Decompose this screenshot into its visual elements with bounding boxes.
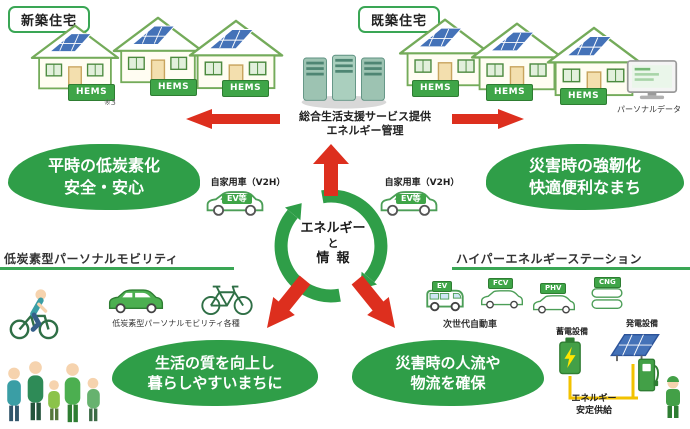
house-icon: [30, 24, 120, 90]
green-car-icon: [108, 289, 164, 314]
fcv-car-icon: [481, 290, 523, 309]
new-housing-badge: 新築住宅: [8, 6, 91, 33]
supply-line2: 安定供給: [575, 405, 612, 416]
cng-label: CNG: [594, 277, 621, 289]
service-caption: 総合生活支援サービス提供 エネルギー管理: [278, 110, 452, 139]
mobility-caption: 低炭素型パーソナルモビリティ各種: [112, 319, 240, 328]
hub-line3: 情報: [316, 251, 357, 266]
benefit-top-right: 災害時の強靭化 快適便利なまち: [486, 144, 684, 210]
energy-flow-lines: [568, 364, 638, 400]
people-group-icon: [7, 361, 100, 423]
arrow-right-icon: [452, 109, 524, 129]
ev-badge: EV等: [396, 194, 426, 205]
monitor-icon: [626, 60, 678, 100]
benefit-line: 生活の質を向上し: [154, 353, 275, 372]
hems-badge: HEMS: [150, 79, 198, 96]
service-line1: 総合生活支援サービス提供: [299, 110, 431, 123]
benefit-top-left: 平時の低炭素化 安全・安心: [8, 144, 200, 210]
hems-badge: HEMS: [68, 84, 116, 101]
supply-label: エネルギー 安定供給: [558, 394, 630, 417]
arrow-left-icon: [186, 109, 280, 129]
energy-cycle-icon: [267, 144, 395, 328]
bicycle-icon: [201, 285, 253, 316]
cng-tank-icon: [591, 288, 623, 309]
phv-car-icon: [533, 295, 575, 314]
v2h-car-label-left: 自家用車（V2H）: [210, 178, 286, 188]
hems-badge: HEMS: [560, 88, 608, 105]
hub-line1: エネルギー: [300, 221, 366, 236]
benefit-line: 快適便利なまち: [528, 178, 641, 197]
benefit-line: 物流を確保: [410, 374, 486, 392]
v2h-car-label-right: 自家用車（V2H）: [384, 178, 460, 188]
benefit-bottom-left: 生活の質を向上し 暮らしやすいまちに: [112, 340, 318, 406]
personal-data-label: パーソナルデータ: [617, 105, 681, 114]
benefit-bottom-right: 災害時の人流や 物流を確保: [352, 340, 544, 406]
server-icon: [301, 54, 387, 109]
fuel-pump-icon: [638, 358, 659, 392]
ev-van-icon: [426, 289, 464, 312]
existing-housing-badge: 既築住宅: [358, 6, 441, 33]
service-line2: エネルギー管理: [326, 124, 404, 138]
generation-label: 発電設備: [626, 319, 658, 328]
benefit-line: 暮らしやすいまちに: [147, 374, 283, 392]
benefit-line: 災害時の強靭化: [528, 156, 641, 176]
battery-label: 蓄電設備: [556, 327, 588, 336]
mobility-section-underline: [0, 267, 234, 270]
hems-footnote: ※3: [104, 98, 116, 107]
phv-label: PHV: [540, 283, 567, 295]
hems-badge: HEMS: [222, 80, 270, 97]
hems-badge: HEMS: [486, 84, 534, 101]
hub-title: エネルギー と 情報: [288, 221, 378, 267]
fcv-label: FCV: [488, 278, 514, 290]
solar-panel-icon: [610, 333, 660, 362]
station-section-underline: [452, 267, 690, 270]
benefit-line: 平時の低炭素化: [47, 156, 160, 176]
mobility-section-title: 低炭素型パーソナルモビリティ: [4, 252, 179, 266]
supply-line1: エネルギー: [571, 394, 617, 404]
hub-line2: と: [327, 237, 339, 251]
battery-icon: [559, 337, 581, 375]
station-section-title: ハイパーエネルギーステーション: [456, 252, 643, 266]
worker-icon: [666, 376, 680, 418]
next-gen-caption: 次世代自動車: [442, 320, 497, 330]
benefit-line: 安全・安心: [63, 178, 144, 197]
benefit-line: 災害時の人流や: [395, 353, 501, 372]
cyclist-icon: [9, 289, 59, 340]
ev-badge: EV等: [222, 194, 252, 205]
ev-label: EV: [432, 281, 453, 293]
hems-badge: HEMS: [412, 80, 460, 97]
